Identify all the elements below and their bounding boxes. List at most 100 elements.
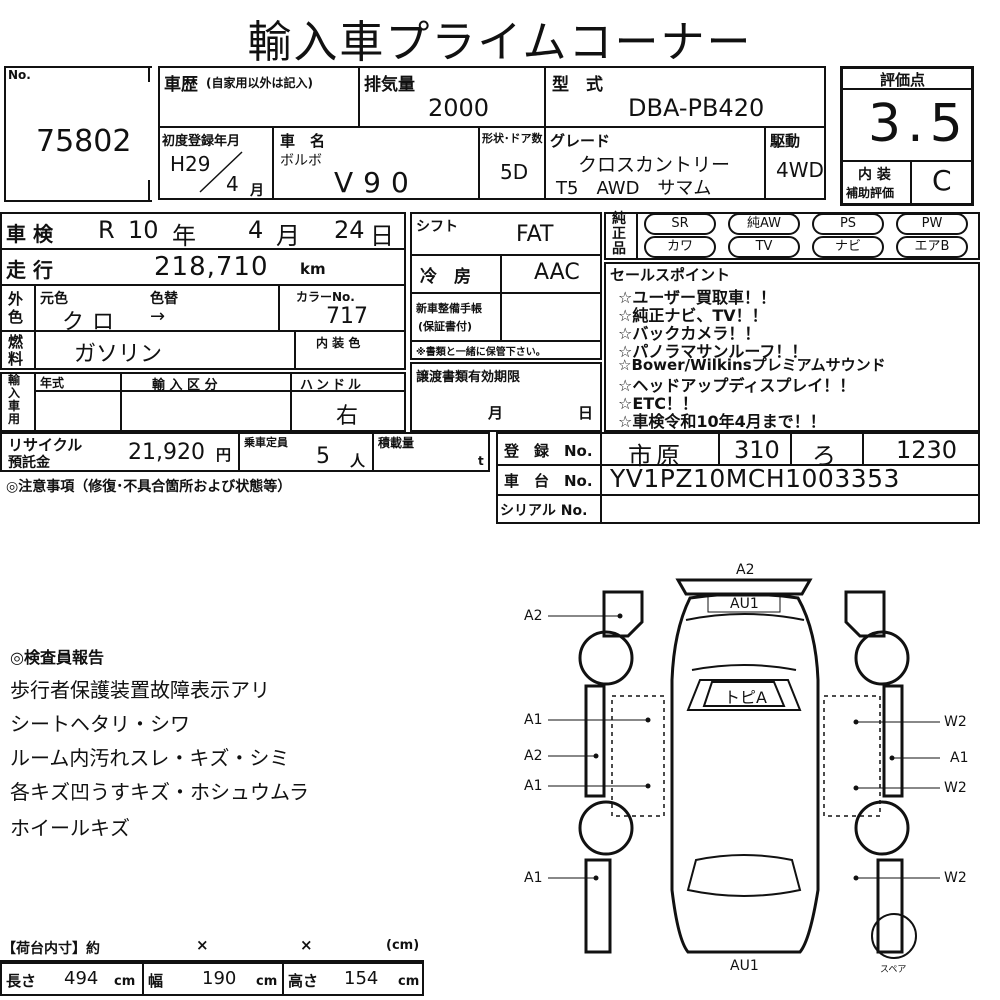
maintenance-note: ※書類と一緒に保管下さい。 bbox=[416, 347, 546, 358]
cargo-times-2: × bbox=[300, 936, 313, 954]
model-type-label: 型 式 bbox=[552, 75, 603, 95]
grade-label: グレード bbox=[550, 132, 611, 150]
score-box bbox=[840, 66, 974, 206]
transfer-docs-box bbox=[410, 362, 602, 432]
change-color-label: 色替 bbox=[150, 291, 178, 307]
equip-ps: PS bbox=[812, 213, 884, 235]
aircon-value: AAC bbox=[534, 260, 580, 285]
dimensions-row bbox=[0, 962, 424, 996]
import-type-label: 輸 入 区 分 bbox=[152, 378, 218, 393]
sales-point-item: ☆ユーザー買取車！！ bbox=[618, 288, 777, 307]
drive-label: 駆動 bbox=[770, 132, 801, 150]
sales-point-item: ☆ETC！！ bbox=[618, 394, 698, 413]
maintenance-label1: 新車整備手帳 bbox=[416, 302, 482, 315]
equip-airbag: エアB bbox=[896, 236, 968, 258]
mileage-value: 218,710 bbox=[154, 252, 269, 282]
exterior-side-label: 外色 bbox=[8, 290, 24, 326]
height-unit: cm bbox=[398, 974, 420, 989]
recycle-unit: 円 bbox=[216, 446, 232, 464]
registration-label: 登 録 No. bbox=[504, 442, 593, 460]
handle-value: 右 bbox=[336, 404, 359, 429]
sales-point-item: ☆Bower/Wilkinsプレミアムサウンド bbox=[618, 356, 886, 374]
shift-block bbox=[410, 212, 602, 360]
inspector-line: 各キズ凹うすキズ・ホシュウムラ bbox=[10, 780, 309, 804]
interior-label2: 補助評価 bbox=[846, 186, 895, 200]
color-no-label: カラーNo. bbox=[296, 290, 355, 304]
recycle-value: 21,920 bbox=[128, 440, 205, 465]
height-value: 154 bbox=[344, 968, 379, 989]
capacity-value: 5 bbox=[316, 444, 330, 469]
inspection-day: 24 bbox=[334, 216, 365, 244]
equip-pw: PW bbox=[896, 213, 968, 235]
shift-value: FAT bbox=[516, 222, 554, 247]
notes-label: ◎注意事項（修復･不具合箇所および状態等） bbox=[6, 479, 292, 495]
inspection-year-unit: 年 bbox=[172, 222, 196, 250]
chassis-value: YV1PZ10MCH1003353 bbox=[610, 464, 900, 493]
registration-kana: ろ bbox=[812, 442, 836, 470]
import-side-label: 輸入車用 bbox=[8, 373, 21, 426]
doors-value: 5D bbox=[500, 160, 529, 184]
import-year-label: 年式 bbox=[40, 376, 65, 390]
displacement-value: 2000 bbox=[428, 94, 490, 122]
inspector-line: ルーム内汚れスレ・キズ・シミ bbox=[10, 746, 290, 770]
transfer-month-unit: 月 bbox=[488, 404, 504, 422]
car-name-label: 車 名 bbox=[280, 132, 326, 150]
car-damage-diagram bbox=[548, 578, 940, 959]
inspector-line: 歩行者保護装置故障表示アリ bbox=[10, 678, 270, 702]
interior-label1: 内 装 bbox=[858, 167, 891, 183]
lot-label: No. bbox=[8, 68, 31, 82]
diagram-left-label: A2 bbox=[524, 608, 543, 624]
recycle-row bbox=[0, 432, 490, 472]
height-label: 高さ bbox=[288, 972, 319, 990]
drive-value: 4WD bbox=[776, 158, 824, 182]
capacity-label: 乗車定員 bbox=[244, 436, 288, 449]
diagram-bottom-au1: AU1 bbox=[730, 958, 759, 974]
load-unit: t bbox=[478, 454, 484, 468]
recycle-label2: 預託金 bbox=[8, 455, 50, 471]
inspector-line: シートヘタリ・シワ bbox=[10, 712, 190, 736]
diagram-roof-label: トピA bbox=[724, 688, 767, 707]
registration-block bbox=[496, 432, 980, 524]
inspection-month: 4 bbox=[248, 216, 264, 244]
diagram-right-label: W2 bbox=[944, 714, 967, 730]
inspector-line: ホイールキズ bbox=[10, 816, 130, 840]
registration-number: 1230 bbox=[896, 436, 958, 464]
car-maker: ボルボ bbox=[280, 153, 322, 169]
mileage-unit: km bbox=[300, 260, 326, 278]
serial-label: シリアル No. bbox=[500, 503, 588, 519]
sales-points-box bbox=[604, 262, 980, 432]
color-change-arrow: → bbox=[150, 306, 166, 327]
length-value: 494 bbox=[64, 968, 99, 989]
color-fuel-block bbox=[0, 284, 406, 370]
inspection-era: R bbox=[98, 216, 115, 244]
sales-point-item: ☆純正ナビ、TV！！ bbox=[618, 306, 768, 325]
grade-line1: クロスカントリー bbox=[578, 154, 731, 176]
grade-line2: T5 AWD サマム bbox=[556, 178, 712, 199]
inspector-label: ◎検査員報告 bbox=[10, 648, 104, 667]
first-reg-slash bbox=[196, 150, 246, 194]
width-label: 幅 bbox=[148, 972, 164, 990]
maintenance-label2: (保証書付) bbox=[418, 320, 473, 333]
history-note: (自家用以外は記入) bbox=[206, 76, 313, 90]
interior-value: C bbox=[932, 164, 952, 197]
cargo-label: 【荷台内寸】約 bbox=[2, 941, 100, 957]
sales-points-label: セールスポイント bbox=[610, 266, 731, 284]
interior-color-label: 内 装 色 bbox=[316, 336, 361, 350]
equip-sr: SR bbox=[644, 213, 716, 235]
orig-color-label: 元色 bbox=[40, 291, 68, 307]
first-reg-label: 初度登録年月 bbox=[162, 134, 241, 149]
score-label: 評価点 bbox=[880, 71, 926, 89]
lot-number: 75802 bbox=[36, 124, 132, 159]
inspection-day-unit: 日 bbox=[370, 222, 394, 250]
orig-color-value: クロ bbox=[62, 310, 123, 335]
displacement-label: 排気量 bbox=[364, 75, 415, 95]
width-unit: cm bbox=[256, 974, 278, 989]
model-type-value: DBA-PB420 bbox=[628, 94, 765, 122]
diagram-right-label: W2 bbox=[944, 780, 967, 796]
cargo-unit-note: (cm) bbox=[386, 938, 420, 953]
shift-label: シフト bbox=[416, 219, 458, 235]
diagram-top-a2: A2 bbox=[736, 562, 755, 578]
length-unit: cm bbox=[114, 974, 136, 989]
diagram-right-label: W2 bbox=[944, 870, 967, 886]
load-label: 積載量 bbox=[378, 436, 415, 450]
